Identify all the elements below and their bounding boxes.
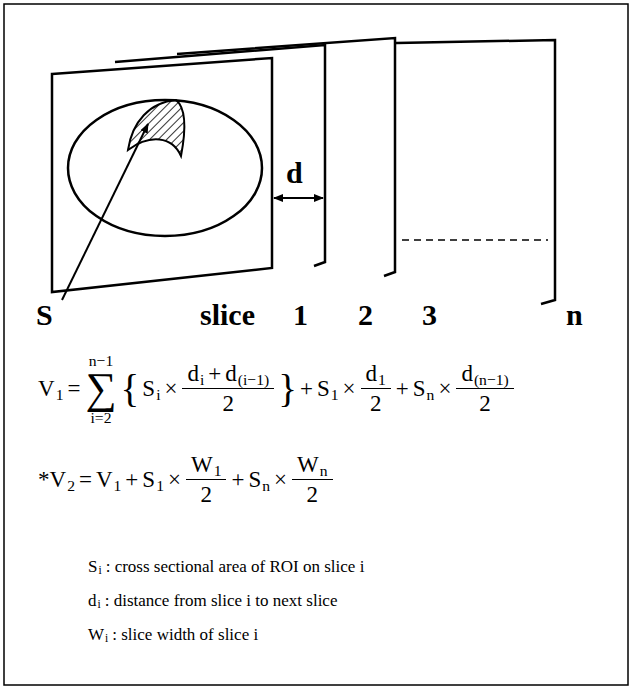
formula-fraction: di+d(i−1)2 bbox=[182, 361, 274, 417]
fraction-numerator: di+d(i−1) bbox=[182, 361, 274, 389]
formula-symbol: S bbox=[142, 467, 155, 492]
slice-number: 3 bbox=[422, 300, 437, 330]
formula-subscript: i bbox=[98, 565, 101, 578]
slice-number: 2 bbox=[358, 300, 373, 330]
slice-label: slice bbox=[200, 300, 255, 330]
slice-number: 1 bbox=[293, 300, 308, 330]
formula-symbol: × bbox=[164, 376, 177, 401]
formula-symbol: × bbox=[343, 376, 356, 401]
formula-subscript: 2 bbox=[67, 477, 75, 494]
formula-fraction: d12 bbox=[361, 361, 391, 417]
formula-symbol: S bbox=[317, 376, 330, 401]
leader-arrow bbox=[62, 124, 148, 300]
formula-symbol: : cross sectional area of ROI on slice i bbox=[106, 558, 365, 577]
fraction-denominator: 2 bbox=[305, 480, 321, 507]
formula-symbol: + bbox=[208, 361, 221, 386]
fraction-denominator: 2 bbox=[221, 389, 237, 416]
formula-symbol: S bbox=[88, 558, 97, 577]
formula-subscript: 1 bbox=[331, 386, 339, 403]
formula-fraction: Wn2 bbox=[292, 452, 333, 508]
formula-symbol: d bbox=[187, 361, 199, 386]
formula-line: *V2=V1+S1×W12+Sn×Wn2 bbox=[36, 452, 336, 508]
formula-symbol: V bbox=[96, 467, 113, 492]
dimension-arrow bbox=[274, 197, 323, 199]
sum-limit: n−1 bbox=[89, 352, 113, 369]
formula-symbol: S bbox=[413, 376, 426, 401]
formula-subscript: n bbox=[262, 477, 270, 494]
slice-number: n bbox=[566, 300, 583, 330]
formula-symbol: *V bbox=[38, 467, 66, 492]
formula-symbol: d bbox=[366, 361, 378, 386]
formula-subscript: 1 bbox=[378, 371, 386, 388]
fraction-denominator: 2 bbox=[198, 480, 214, 507]
formula-symbol: 2 bbox=[479, 391, 491, 416]
formula-brace: } bbox=[278, 367, 297, 410]
formula-subscript: i bbox=[98, 599, 101, 612]
formula-symbol: W bbox=[88, 626, 104, 645]
body-outline bbox=[68, 100, 262, 236]
formula-subscript: 1 bbox=[156, 477, 164, 494]
formula-symbol: 2 bbox=[223, 391, 235, 416]
formula-fraction: d(n−1)2 bbox=[456, 361, 513, 417]
dashed-line bbox=[402, 239, 548, 241]
definition-line: Si : cross sectional area of ROI on slice… bbox=[86, 558, 366, 577]
formula-symbol: W bbox=[191, 452, 213, 477]
formula-fraction: W12 bbox=[186, 452, 227, 508]
formula-subscript: i bbox=[105, 633, 108, 646]
formula-subscript: 1 bbox=[114, 477, 122, 494]
formula-symbol: = bbox=[67, 376, 80, 401]
sum-limit: i=2 bbox=[91, 409, 112, 426]
formula-symbol: d bbox=[88, 592, 97, 611]
formula-subscript: i bbox=[200, 371, 204, 388]
summation: n−1∑i=2 bbox=[85, 352, 116, 426]
formula-symbol: + bbox=[300, 376, 313, 401]
fraction-numerator: Wn bbox=[292, 452, 333, 480]
formula-symbol: × bbox=[438, 376, 451, 401]
formula-symbol: = bbox=[79, 467, 92, 492]
formula-subscript: (n−1) bbox=[474, 371, 509, 388]
formula-subscript: 1 bbox=[56, 386, 64, 403]
formula-symbol: × bbox=[274, 467, 287, 492]
formula-symbol: : distance from slice i to next slice bbox=[105, 592, 338, 611]
formula-subscript: i bbox=[156, 386, 160, 403]
distance-label: d bbox=[286, 158, 303, 188]
formula-symbol: 2 bbox=[307, 482, 319, 507]
formula-brace: { bbox=[121, 367, 140, 410]
fraction-denominator: 2 bbox=[477, 389, 493, 416]
formula-line: V1=n−1∑i=2{Si×di+d(i−1)2}+S1×d12+Sn×d(n−… bbox=[36, 352, 517, 426]
fraction-numerator: d(n−1) bbox=[456, 361, 513, 389]
formula-symbol: V bbox=[38, 376, 55, 401]
fraction-numerator: W1 bbox=[186, 452, 227, 480]
roi-label: S bbox=[36, 300, 53, 330]
fraction-denominator: 2 bbox=[368, 389, 384, 416]
formula-subscript: (i−1) bbox=[238, 371, 269, 388]
formula-subscript: n bbox=[427, 386, 435, 403]
formula-symbol: 2 bbox=[370, 391, 382, 416]
formula-symbol: W bbox=[297, 452, 319, 477]
frame bbox=[4, 4, 628, 685]
formula-symbol: S bbox=[248, 467, 261, 492]
formula-symbol: 2 bbox=[200, 482, 212, 507]
definition-line: di : distance from slice i to next slice bbox=[86, 592, 339, 611]
formula-symbol: × bbox=[168, 467, 181, 492]
slice-panel bbox=[52, 58, 272, 292]
formula-symbol: d bbox=[461, 361, 473, 386]
formula-symbol: + bbox=[125, 467, 138, 492]
formula-symbol: : slice width of slice i bbox=[112, 626, 258, 645]
formula-subscript: 1 bbox=[214, 462, 222, 479]
formula-symbol: S bbox=[142, 376, 155, 401]
formula-symbol: + bbox=[231, 467, 244, 492]
formula-symbol: + bbox=[396, 376, 409, 401]
formula-symbol: d bbox=[225, 361, 237, 386]
formula-subscript: n bbox=[320, 462, 328, 479]
definition-line: Wi : slice width of slice i bbox=[86, 626, 260, 645]
sum-symbol: ∑ bbox=[85, 369, 116, 408]
fraction-numerator: d1 bbox=[361, 361, 391, 389]
